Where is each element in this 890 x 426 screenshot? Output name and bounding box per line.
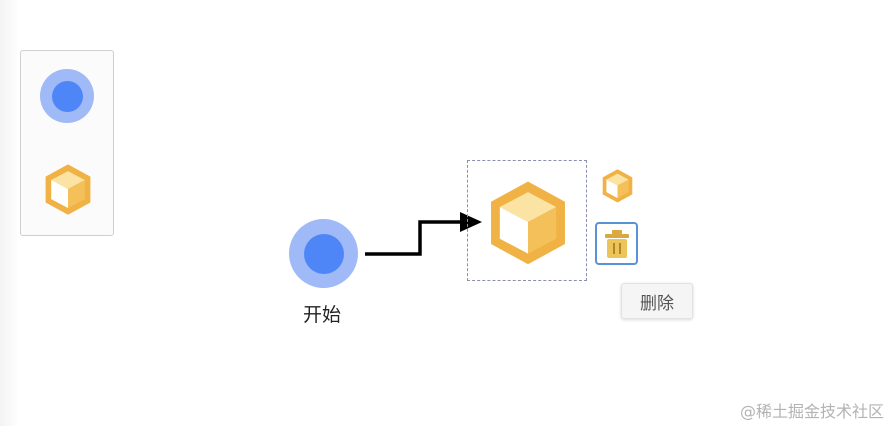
trash-icon (604, 229, 629, 258)
start-circle-icon (40, 69, 94, 123)
cube-icon (602, 168, 632, 203)
palette-item-task[interactable] (40, 161, 96, 217)
task-node[interactable] (484, 178, 572, 266)
delete-tooltip: 删除 (621, 283, 693, 319)
cube-icon (491, 181, 565, 265)
canvas-left-edge (0, 0, 20, 426)
start-node[interactable] (289, 219, 358, 288)
start-circle-icon (303, 233, 344, 274)
node-palette (20, 50, 114, 236)
arrowhead-icon (460, 212, 482, 232)
cube-icon (45, 164, 91, 215)
task-node-selection (467, 160, 587, 281)
watermark: @稀土掘金技术社区 (739, 402, 884, 421)
add-task-button[interactable] (598, 166, 636, 204)
start-node-label: 开始 (302, 304, 341, 326)
palette-item-start[interactable] (40, 69, 96, 125)
delete-button[interactable] (595, 222, 638, 265)
